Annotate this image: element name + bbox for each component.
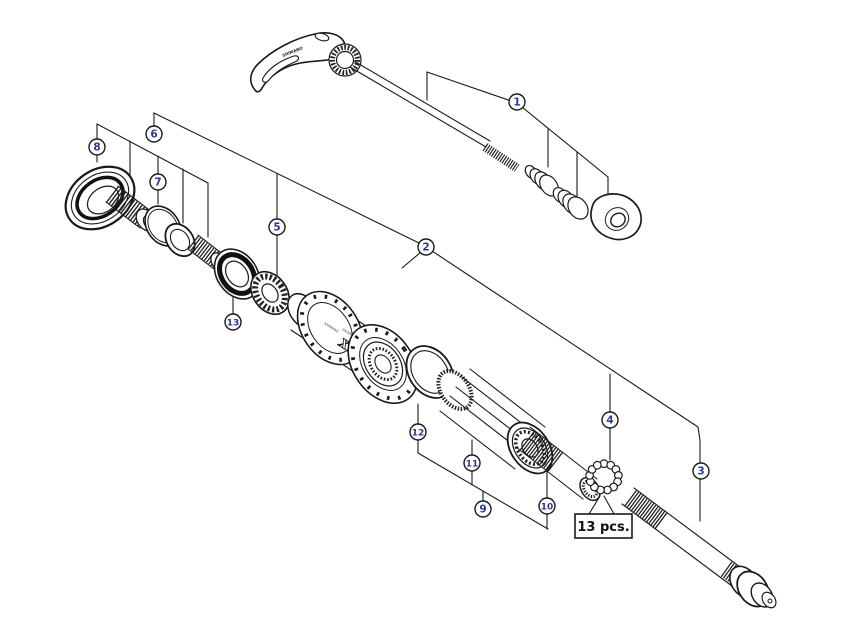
- pieces-label-text: 13 pcs.: [577, 520, 629, 535]
- callout-2: 2: [417, 238, 435, 256]
- callout-4: 4: [601, 411, 619, 429]
- skewer-thread: [482, 143, 520, 172]
- freehub-body: [436, 368, 554, 475]
- right-flange-spoke-holes: [350, 327, 416, 401]
- lock-washer: [164, 222, 196, 258]
- callout-5: 5: [268, 218, 286, 236]
- callout-6: 6: [145, 125, 163, 143]
- callout-12: 12: [409, 423, 427, 441]
- callout-1: 1: [508, 93, 526, 111]
- hub-body: SHIMANO DEORE XT: [287, 290, 419, 405]
- quick-release-end-nut: [590, 193, 642, 241]
- svg-text:4: 4: [606, 415, 613, 427]
- steel-ball-ring: [585, 459, 623, 495]
- svg-text:5: 5: [273, 222, 280, 234]
- callout-8: 8: [88, 138, 106, 156]
- quick-release-lever: SHIMANO: [249, 32, 362, 93]
- svg-text:8: 8: [93, 142, 100, 154]
- callout-7: 7: [149, 173, 167, 191]
- pieces-label: 13 pcs.: [574, 495, 633, 539]
- callout-3: 3: [692, 462, 710, 480]
- freehub-ratchet-face: [436, 369, 474, 411]
- steel-ball: [592, 460, 602, 470]
- svg-text:6: 6: [150, 129, 157, 141]
- hub-brand-mid: DEORE: [341, 327, 353, 337]
- svg-text:1: 1: [513, 97, 520, 109]
- svg-text:2: 2: [422, 242, 429, 254]
- callout-10: 10: [538, 497, 556, 515]
- callout-13: 13: [224, 313, 242, 331]
- leader-lines: [96, 71, 701, 530]
- svg-text:9: 9: [479, 504, 486, 516]
- skewer-rod: [349, 60, 520, 172]
- svg-text:3: 3: [697, 466, 704, 478]
- ball-retainer: [250, 270, 290, 316]
- quick-release-assembly: SHIMANO: [249, 32, 642, 241]
- quick-release-spring-right: [552, 186, 589, 220]
- svg-text:11: 11: [466, 460, 479, 470]
- callout-11: 11: [463, 454, 481, 472]
- svg-text:13: 13: [227, 319, 240, 329]
- left-dust-cap: [64, 165, 136, 231]
- svg-text:12: 12: [412, 429, 425, 439]
- svg-text:7: 7: [154, 177, 161, 189]
- serrated-adjust-ring: [330, 45, 360, 75]
- callout-9: 9: [474, 500, 492, 518]
- svg-text:10: 10: [541, 503, 554, 513]
- axle-unit: [621, 487, 777, 609]
